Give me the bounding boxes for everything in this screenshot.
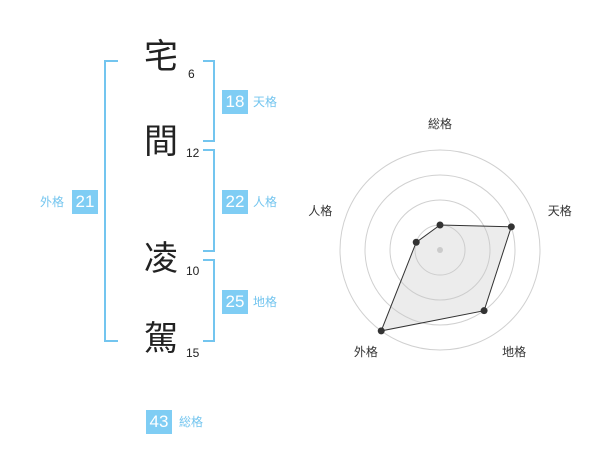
jinkaku-value: 22 xyxy=(222,190,248,214)
chikaku-bracket xyxy=(203,259,215,342)
tenkaku-label: 天格 xyxy=(253,95,278,109)
radar-point-3 xyxy=(480,307,488,315)
jinkaku-bracket xyxy=(203,149,215,252)
name-char-3: 凌 xyxy=(144,239,178,279)
stroke-count-3: 10 xyxy=(186,264,200,278)
radar-axis-label-2: 天格 xyxy=(548,203,572,218)
soukaku-label: 総格 xyxy=(179,415,204,429)
radar-point-5 xyxy=(412,238,420,246)
name-char-4: 駕 xyxy=(144,319,178,359)
radar-polygon xyxy=(380,224,512,332)
chikaku-value: 25 xyxy=(222,290,248,314)
stroke-count-4: 15 xyxy=(186,346,200,360)
name-char-2: 間 xyxy=(144,122,178,162)
jinkaku-label: 人格 xyxy=(253,195,278,209)
radar-axis-label-3: 地格 xyxy=(502,344,526,359)
radar-axis-label-1: 総格 xyxy=(428,116,452,131)
tenkaku-bracket xyxy=(203,60,215,142)
radar-shape xyxy=(377,221,515,335)
name-char-1: 宅 xyxy=(144,37,178,77)
chikaku-label: 地格 xyxy=(253,295,278,309)
gaikaku-value: 21 xyxy=(72,190,98,214)
soukaku-value: 43 xyxy=(146,410,172,434)
gaikaku-label: 外格 xyxy=(40,195,65,209)
radar-axis-label-5: 人格 xyxy=(308,203,332,218)
radar-point-2 xyxy=(507,223,515,231)
stroke-count-1: 6 xyxy=(188,67,195,81)
tenkaku-value: 18 xyxy=(222,90,248,114)
radar-rings xyxy=(339,149,541,351)
stroke-count-2: 12 xyxy=(186,146,200,160)
radar-point-1 xyxy=(436,221,444,229)
radar-axis-label-4: 外格 xyxy=(354,344,378,359)
gaikaku-bracket xyxy=(104,60,118,342)
radar-center-dot xyxy=(437,247,443,253)
radar-point-4 xyxy=(377,327,385,335)
